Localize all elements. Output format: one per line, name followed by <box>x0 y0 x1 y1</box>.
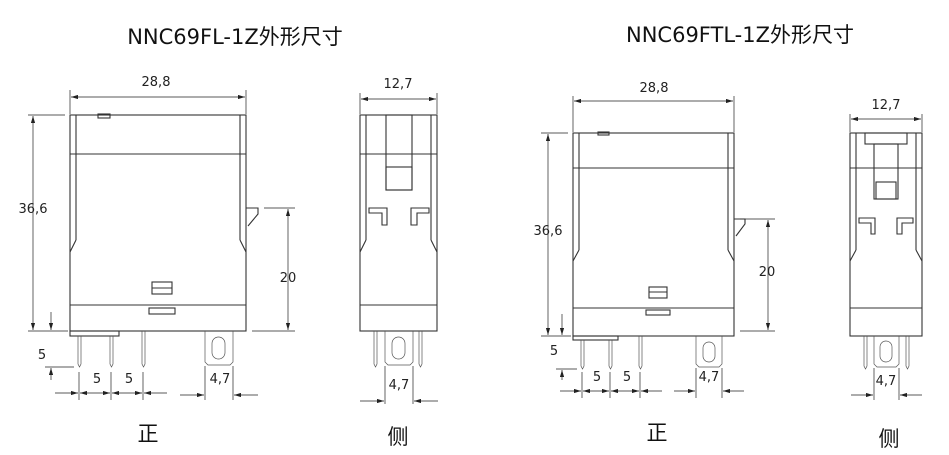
width-dimension: 28,8 <box>640 81 669 96</box>
side-view-label: 侧 <box>879 427 900 451</box>
pin-pitch-dimension: 5 <box>593 370 601 385</box>
front-view-2: 28,8 36,6 5 5 5 4,7 20 正 <box>534 81 776 445</box>
height-dimension: 36,6 <box>534 224 563 239</box>
tab-width-dimension: 4,7 <box>210 372 231 387</box>
width-dimension: 28,8 <box>142 75 171 90</box>
height-dimension: 36,6 <box>19 202 48 217</box>
latch-height-dimension: 20 <box>759 265 776 280</box>
side-tab-width-dimension: 4,7 <box>389 378 410 393</box>
side-view-1: 12,7 4,7 侧 <box>359 77 438 449</box>
side-view-2: 12,7 4,7 侧 <box>849 98 923 451</box>
side-width-dimension: 12,7 <box>872 98 901 113</box>
front-view-label: 正 <box>647 421 668 445</box>
pin-pitch-dimension: 5 <box>125 372 133 387</box>
side-tab-width-dimension: 4,7 <box>876 374 897 389</box>
pin-length-dimension: 5 <box>550 344 558 359</box>
diagram-title-2: NNC69FTL-1Z外形尺寸 <box>626 23 854 47</box>
front-view-label: 正 <box>138 422 159 446</box>
latch-height-dimension: 20 <box>280 271 297 286</box>
side-width-dimension: 12,7 <box>384 77 413 92</box>
side-view-label: 侧 <box>388 425 409 449</box>
tab-width-dimension: 4,7 <box>699 370 720 385</box>
pin-pitch-dimension: 5 <box>93 372 101 387</box>
pin-length-dimension: 5 <box>38 348 46 363</box>
front-view-1: 28,8 36,6 5 5 5 4,7 20 正 <box>19 75 297 446</box>
pin-pitch-dimension: 5 <box>623 370 631 385</box>
diagram-title-1: NNC69FL-1Z外形尺寸 <box>127 25 343 49</box>
